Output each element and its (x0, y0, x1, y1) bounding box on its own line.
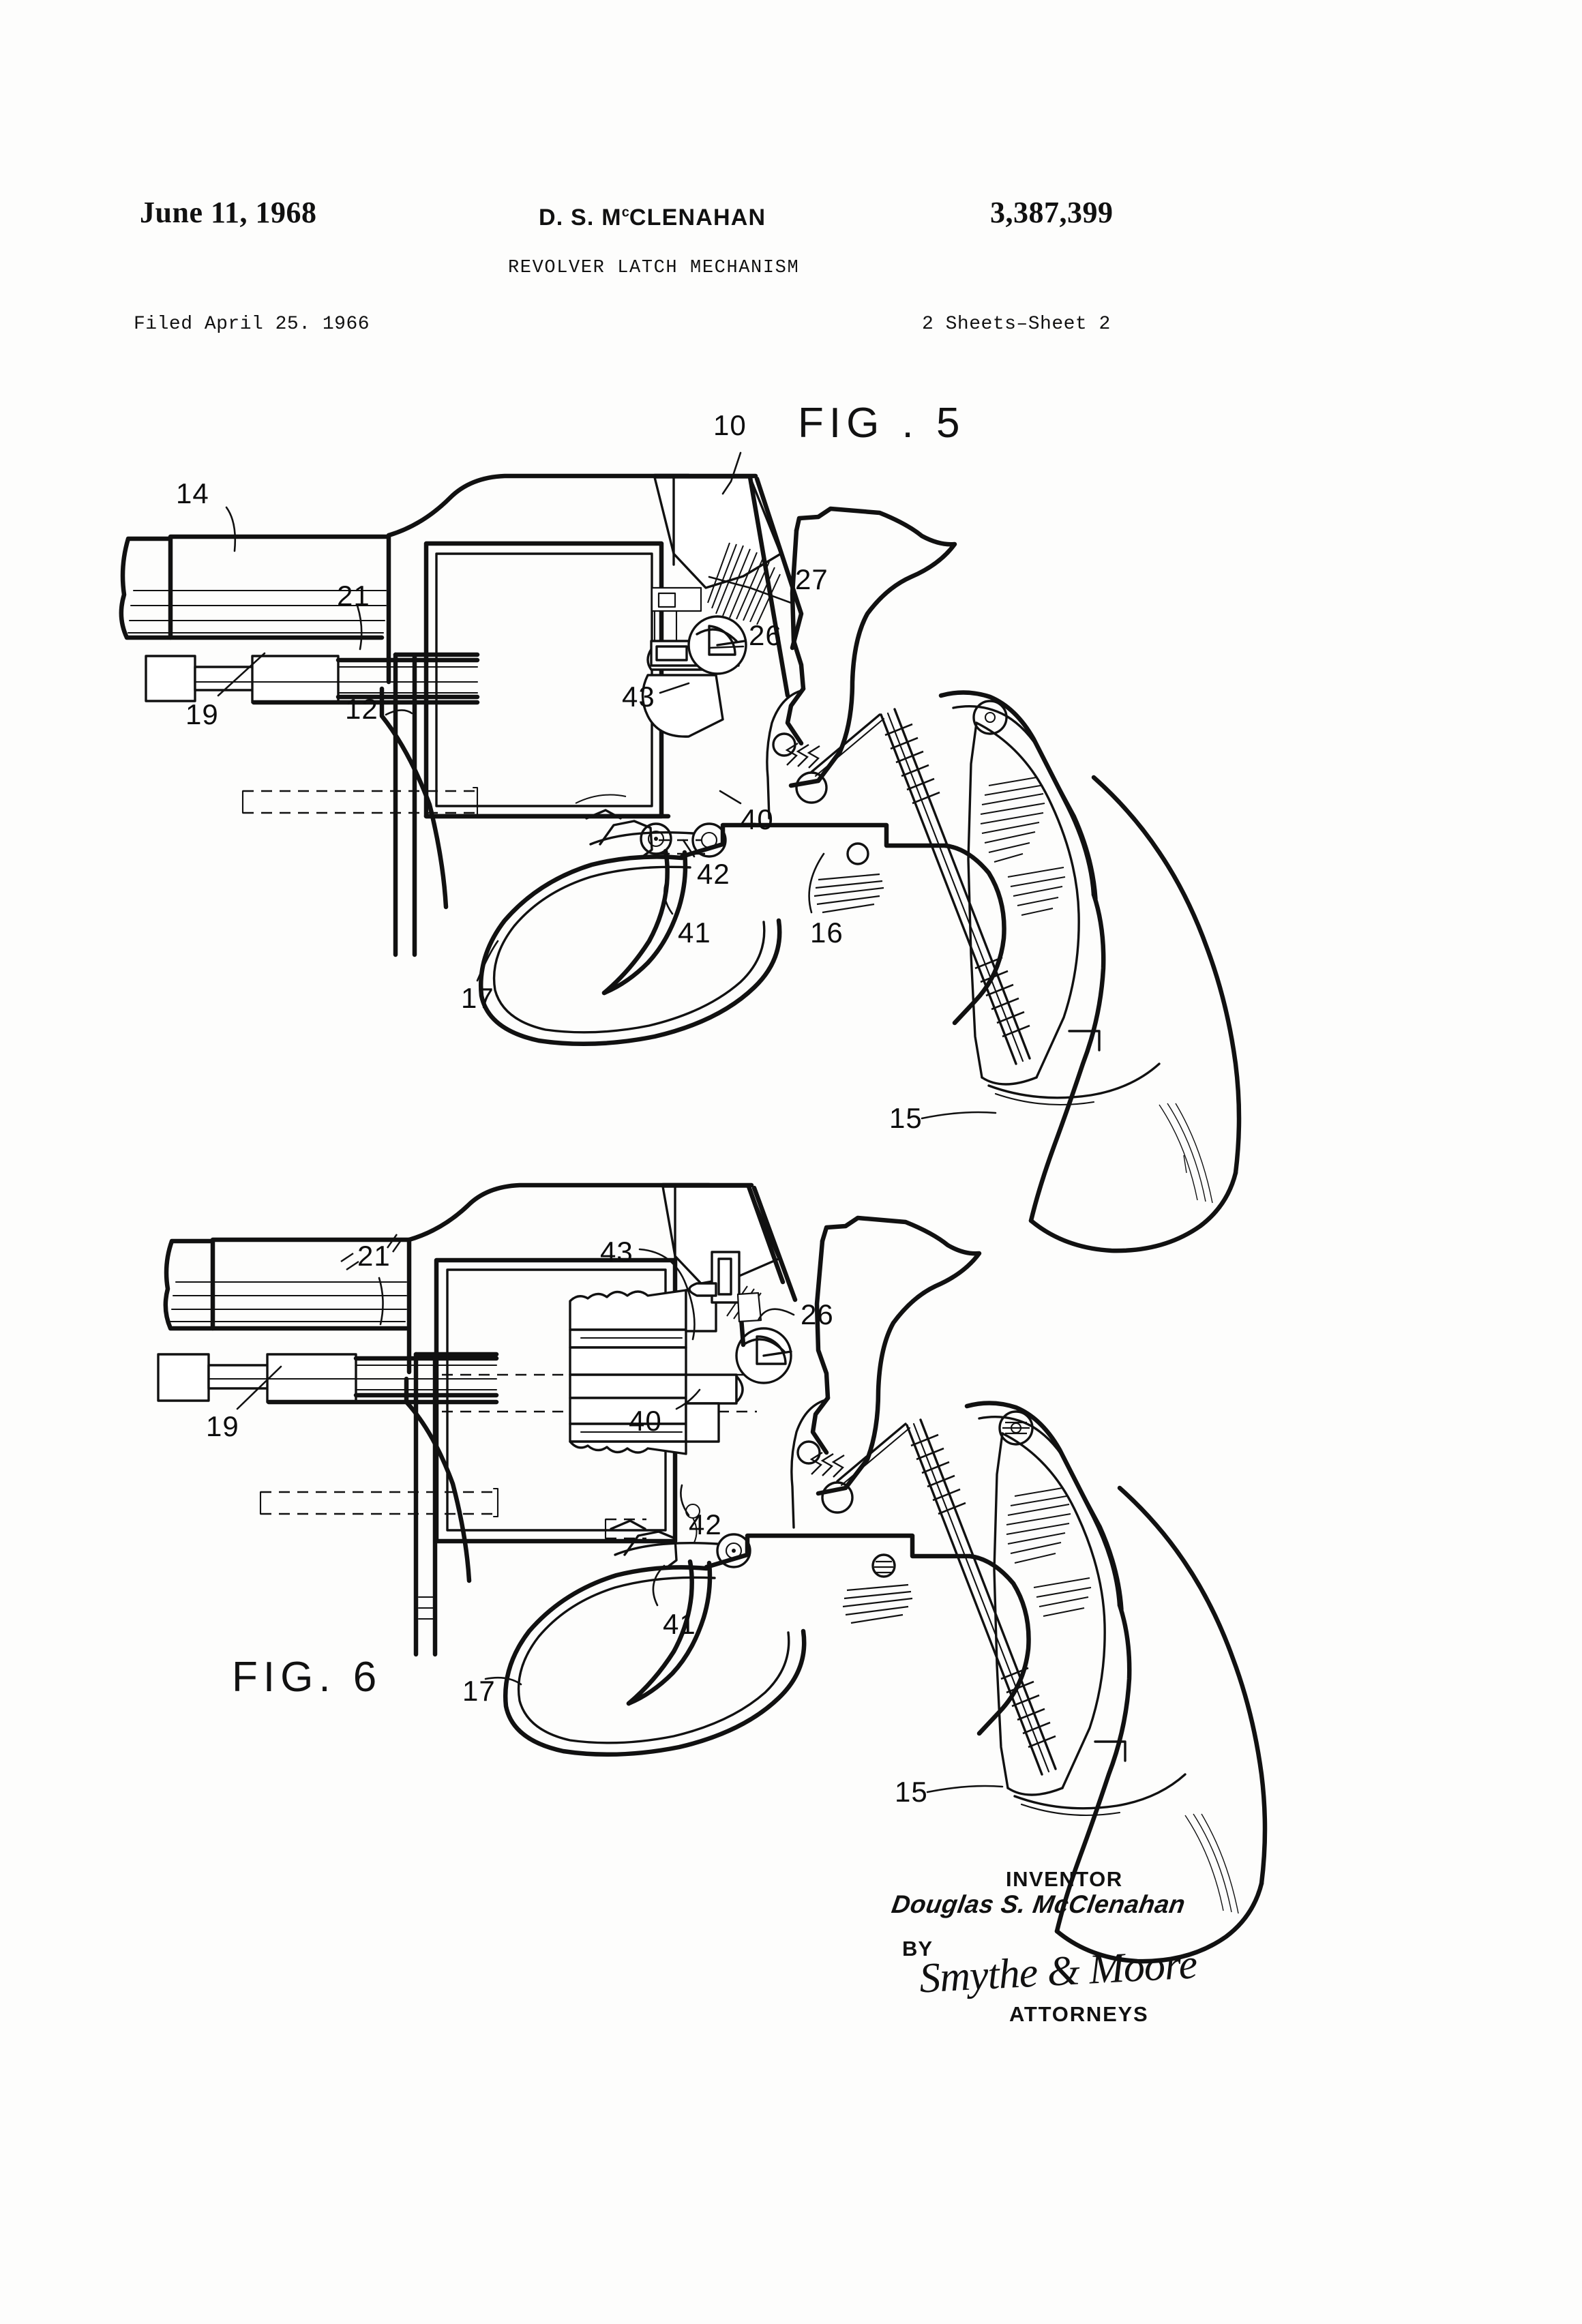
fig6-ref-40: 40 (629, 1405, 662, 1437)
fig5-ref-43: 43 (622, 681, 655, 713)
fig6-grip-lower-texture (1184, 1813, 1239, 1914)
fig5-crane (241, 652, 480, 957)
fig6-ref-21: 21 (357, 1240, 391, 1272)
fig5-ref-19: 19 (185, 698, 219, 730)
fig6-ref-43: 43 (600, 1236, 633, 1268)
fig6-barrel (163, 1182, 712, 1583)
fig5-ref-42: 42 (697, 858, 730, 890)
fig6-latch-assembly (569, 1251, 792, 1455)
fig6-frame-shading (842, 1583, 913, 1624)
inventor-superscript: c (621, 205, 629, 220)
fig5-top-strap (652, 473, 804, 698)
fig5-ref-12: 12 (345, 693, 378, 725)
fig5-ref-27: 27 (795, 563, 829, 595)
fig5-cam-dashes (571, 794, 627, 816)
fig5-frame-shading (814, 873, 884, 914)
patent-title: REVOLVER LATCH MECHANISM (508, 258, 800, 278)
fig5-shading-lines (707, 542, 781, 625)
fig6-ref-42: 42 (689, 1508, 722, 1540)
by-label: BY (902, 1937, 934, 1961)
figure-6-caption: FIG. 6 (232, 1654, 383, 1701)
patent-inventor-header: D. S. McCLENAHAN (539, 205, 766, 231)
inventor-surname: CLENAHAN (629, 205, 766, 230)
fig6-hammer (790, 1215, 982, 1529)
sheet-count: 2 Sheets–Sheet 2 (922, 314, 1111, 335)
inventor-signature-name: Douglas S. McClenahan (889, 1890, 1188, 1918)
fig5-ref-26: 26 (749, 619, 782, 651)
fig5-ref-21: 21 (337, 580, 370, 612)
fig6-grip-shading (1006, 1487, 1092, 1617)
fig5-ejector-rod (145, 655, 480, 705)
fig5-latch-mechanism (641, 586, 747, 738)
fig6-ref-26: 26 (801, 1298, 834, 1330)
fig5-ref-40: 40 (741, 803, 774, 835)
patent-date: June 11, 1968 (140, 196, 317, 229)
fig6-ref-41: 41 (663, 1608, 696, 1640)
fig5-ref-41: 41 (678, 917, 711, 949)
fig6-ref-17: 17 (462, 1675, 496, 1707)
fig6-ref21-ticks (340, 1253, 359, 1270)
fig5-frame-body (479, 794, 1006, 1047)
fig6-mainspring (910, 1433, 1056, 1748)
fig6-ejector-rod (157, 1353, 499, 1405)
fig6-grip-screw-hatch (1002, 1421, 1030, 1435)
fig6-barrel-shading (387, 1234, 403, 1253)
fig5-ref-10: 10 (713, 409, 747, 441)
fig6-ref-15: 15 (895, 1776, 928, 1808)
attorneys-label: ATTORNEYS (1009, 2002, 1149, 2026)
fig5-hammer-spring (785, 742, 820, 769)
figure-5-caption: FIG . 5 (798, 400, 966, 447)
fig5-ref-16: 16 (810, 917, 844, 949)
inventor-initials: D. S. M (539, 205, 622, 230)
fig5-hammer (766, 506, 957, 820)
fig6-screw-hatch (874, 1560, 893, 1574)
fig6-hammer-spring (809, 1451, 845, 1478)
fig6-grip (842, 1401, 1268, 1964)
fig5-leaders (217, 451, 997, 1120)
fig5-ref-14: 14 (176, 477, 209, 509)
fig5-ref-17: 17 (461, 982, 494, 1014)
fig6-ref-19: 19 (206, 1410, 239, 1442)
fig5-mainspring (884, 723, 1030, 1038)
fig5-grip-shading (980, 777, 1066, 916)
inventor-label: INVENTOR (1006, 1867, 1123, 1891)
filing-date: Filed April 25. 1966 (134, 314, 370, 335)
fig5-grip (814, 690, 1242, 1253)
fig5-grip-lower-texture (1159, 1103, 1213, 1204)
fig6-leaders (236, 1248, 1004, 1793)
patent-number: 3,387,399 (990, 196, 1114, 229)
fig5-ref-15: 15 (889, 1102, 923, 1134)
